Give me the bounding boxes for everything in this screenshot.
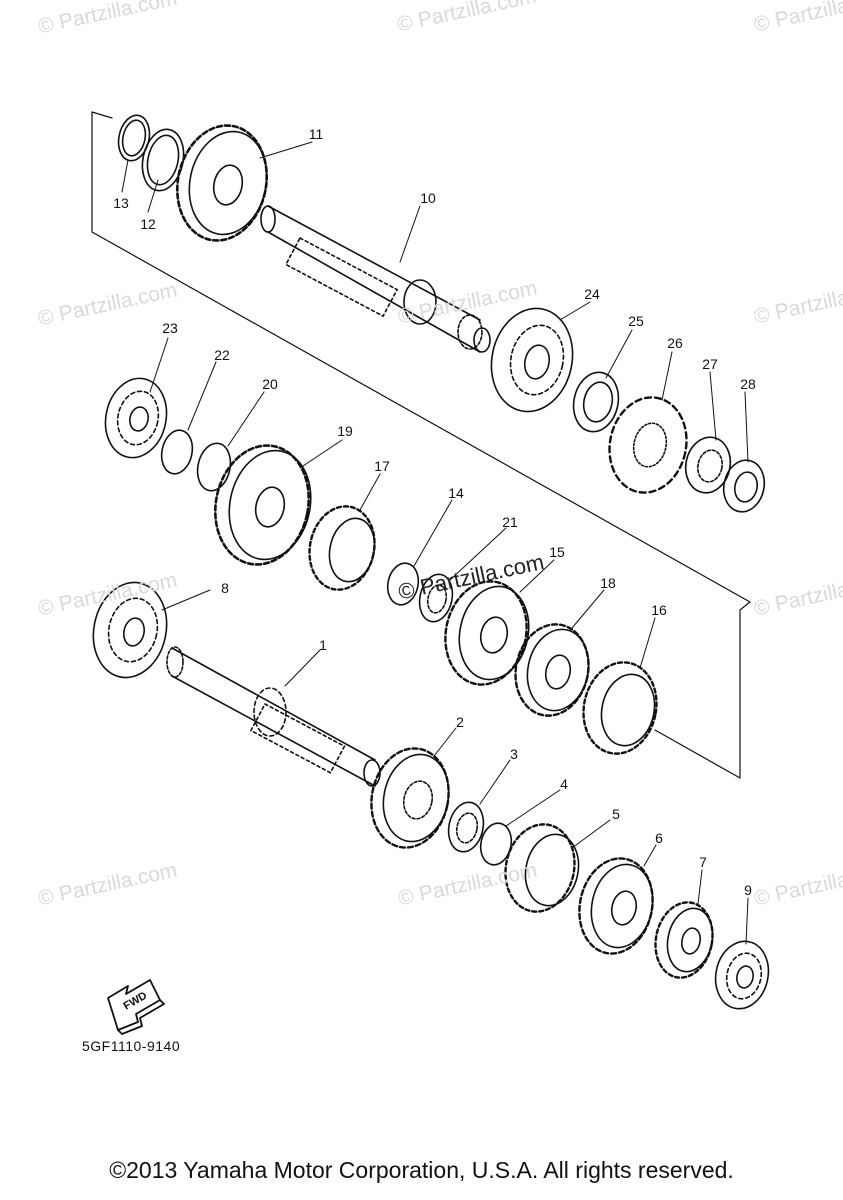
part-5-gear <box>504 823 580 913</box>
callout-21: 21 <box>502 514 518 530</box>
callout-2: 2 <box>456 714 464 730</box>
part-28-nut <box>722 459 766 513</box>
part-10-main-axle <box>260 205 491 353</box>
callout-1: 1 <box>319 637 327 653</box>
callout-3: 3 <box>510 746 518 762</box>
part-2-gear <box>370 747 450 849</box>
callout-22: 22 <box>214 347 230 363</box>
part-6-gear <box>578 857 654 955</box>
callout-24: 24 <box>584 286 600 302</box>
copyright-notice: ©2013 Yamaha Motor Corporation, U.S.A. A… <box>109 1157 734 1183</box>
fwd-arrow-icon <box>107 979 165 1035</box>
part-24-bearing <box>490 307 574 413</box>
part-9-bearing <box>714 940 770 1010</box>
callout-9: 9 <box>744 882 752 898</box>
callout-26: 26 <box>667 335 683 351</box>
callout-23: 23 <box>162 320 178 336</box>
callout-25: 25 <box>628 313 644 329</box>
part-8-bearing <box>92 581 168 679</box>
callout-7: 7 <box>699 854 707 870</box>
part-27-lock-washer <box>684 436 732 494</box>
part-7-gear <box>654 901 714 979</box>
part-22-circlip <box>160 429 194 475</box>
part-11-gear <box>176 124 268 242</box>
callout-27: 27 <box>702 356 718 372</box>
callout-14: 14 <box>448 485 464 501</box>
callout-4: 4 <box>560 776 568 792</box>
part-17-gear <box>308 505 376 591</box>
part-16-gear <box>582 661 658 755</box>
part-13-circlip <box>117 114 151 162</box>
callout-28: 28 <box>740 376 756 392</box>
callout-5: 5 <box>612 806 620 822</box>
part-26-sprocket <box>608 396 688 494</box>
leader-lines <box>121 141 749 945</box>
part-21-washer <box>418 573 454 623</box>
frame-lines <box>91 111 751 779</box>
callout-6: 6 <box>655 830 663 846</box>
callout-8: 8 <box>221 580 229 596</box>
callout-17: 17 <box>374 458 390 474</box>
callout-10: 10 <box>420 190 436 206</box>
part-25-oil-seal <box>572 371 620 433</box>
callout-12: 12 <box>140 216 156 232</box>
callout-13: 13 <box>113 195 129 211</box>
part-3-washer <box>447 801 485 853</box>
callout-11: 11 <box>308 126 324 142</box>
callout-20: 20 <box>262 376 278 392</box>
part-20-washer <box>196 442 232 492</box>
callout-19: 19 <box>337 423 353 439</box>
callout-16: 16 <box>651 602 667 618</box>
part-14-circlip <box>386 562 420 606</box>
callout-15: 15 <box>549 544 565 560</box>
diagram-part-code: 5GF1110-9140 <box>82 1038 181 1054</box>
part-19-gear <box>214 444 312 566</box>
part-1-drive-axle <box>166 646 381 787</box>
part-18-gear <box>514 623 590 717</box>
part-23-bearing <box>104 377 168 459</box>
callout-18: 18 <box>600 575 616 591</box>
